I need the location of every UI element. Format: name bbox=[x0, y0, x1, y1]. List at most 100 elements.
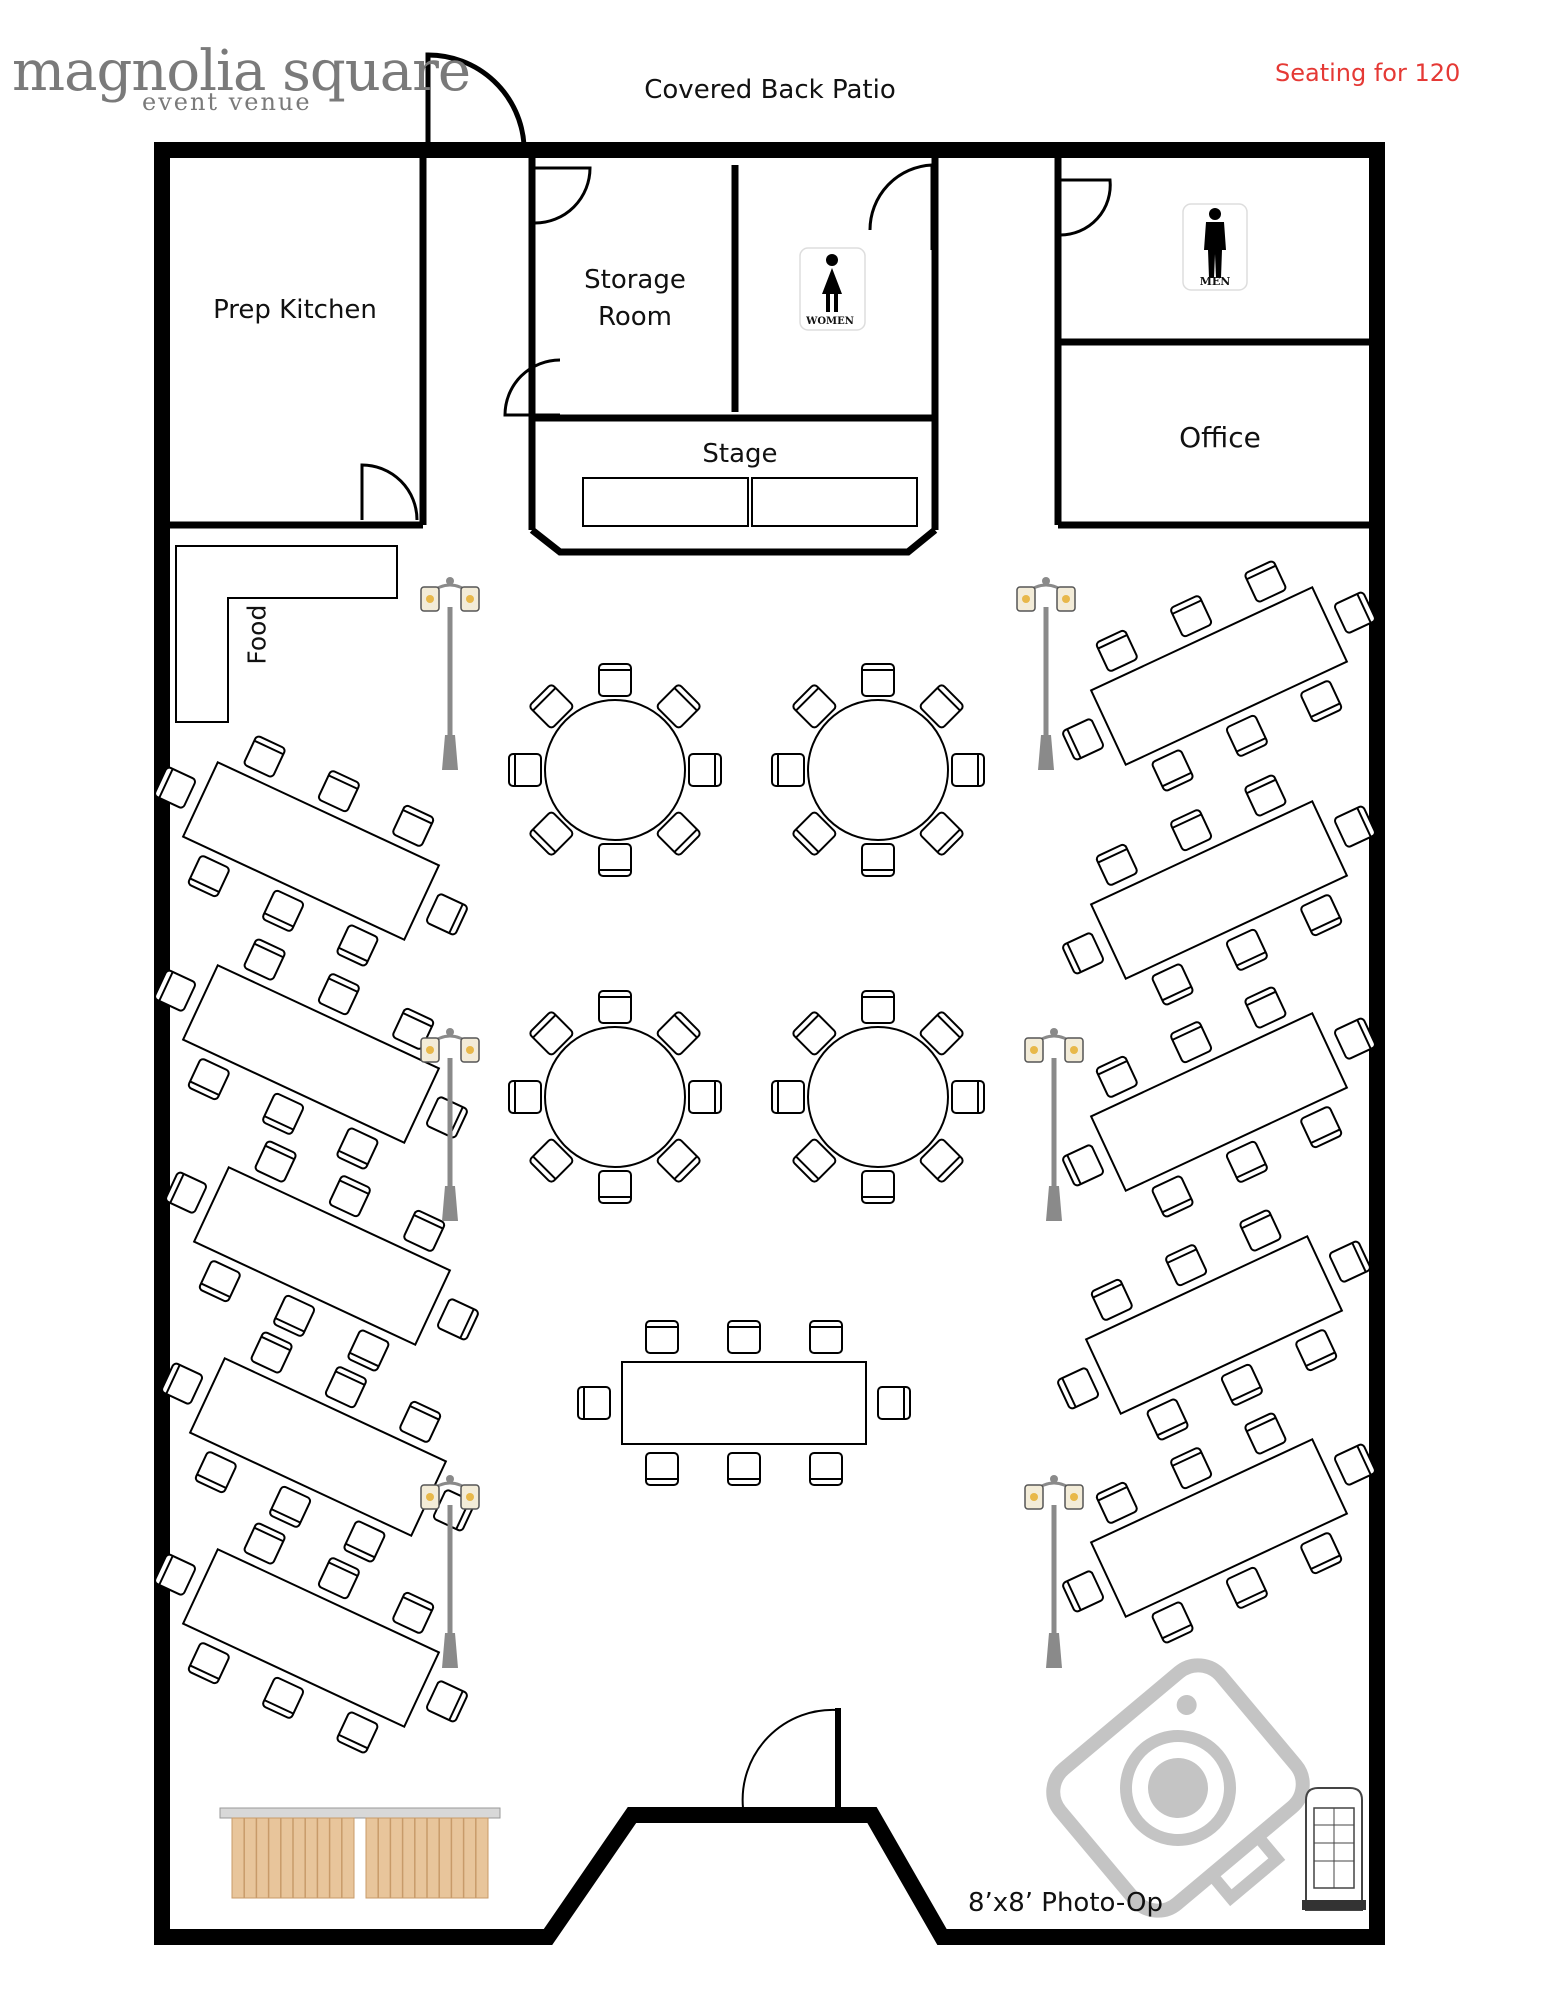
banquet-table-group bbox=[1057, 1209, 1371, 1441]
chair bbox=[529, 1011, 574, 1056]
chair bbox=[161, 1362, 204, 1405]
chair bbox=[1300, 894, 1343, 937]
chair bbox=[656, 811, 701, 856]
chair bbox=[1244, 1412, 1287, 1455]
chair bbox=[792, 811, 837, 856]
chair bbox=[861, 990, 895, 1024]
stage-label: Stage bbox=[702, 439, 778, 469]
chair bbox=[194, 1451, 237, 1494]
chair bbox=[792, 1138, 837, 1183]
street-lamp-icon bbox=[420, 577, 480, 770]
chair bbox=[273, 1294, 316, 1337]
chair bbox=[529, 1138, 574, 1183]
chair bbox=[727, 1452, 761, 1486]
venue-tagline: event venue bbox=[142, 88, 312, 116]
men-restroom-icon bbox=[1182, 203, 1248, 291]
chair bbox=[919, 811, 964, 856]
outer-wall bbox=[154, 142, 1385, 1945]
chair bbox=[1244, 986, 1287, 1029]
chair bbox=[809, 1320, 843, 1354]
office-label: Office bbox=[1179, 421, 1261, 454]
chair bbox=[656, 1011, 701, 1056]
chair bbox=[861, 1170, 895, 1204]
stage-front-wall bbox=[529, 527, 938, 556]
chair bbox=[1170, 595, 1213, 638]
banquet-table bbox=[181, 1547, 441, 1729]
chair bbox=[1151, 749, 1194, 792]
chair bbox=[688, 1080, 722, 1114]
venue-name: magnolia square bbox=[12, 39, 471, 104]
chair bbox=[771, 753, 805, 787]
stage-platform bbox=[582, 477, 749, 527]
chair bbox=[508, 1080, 542, 1114]
chair bbox=[1295, 1329, 1338, 1372]
chair bbox=[1170, 1021, 1213, 1064]
storage-door-top bbox=[534, 166, 592, 225]
street-lamp-icon bbox=[1024, 1475, 1084, 1668]
chair bbox=[1062, 718, 1105, 761]
chair bbox=[154, 969, 197, 1012]
chair bbox=[919, 1138, 964, 1183]
chair bbox=[645, 1320, 679, 1354]
banquet-table bbox=[1084, 1234, 1344, 1416]
chair bbox=[347, 1329, 390, 1372]
chair bbox=[1062, 1570, 1105, 1613]
chair bbox=[861, 843, 895, 877]
chair bbox=[187, 1058, 230, 1101]
front-door-swing bbox=[741, 1708, 839, 1809]
chair bbox=[392, 1591, 435, 1634]
chair bbox=[262, 1092, 305, 1135]
chair bbox=[645, 1452, 679, 1486]
chair bbox=[688, 753, 722, 787]
round-table bbox=[544, 1026, 686, 1168]
chair bbox=[529, 684, 574, 729]
banquet-table bbox=[181, 963, 441, 1145]
chair bbox=[425, 1096, 468, 1139]
banquet-table bbox=[1089, 1437, 1349, 1619]
chair bbox=[877, 1386, 911, 1420]
chair bbox=[598, 990, 632, 1024]
street-lamp-icon bbox=[420, 1028, 480, 1221]
storage-door-bottom bbox=[503, 358, 561, 417]
chair bbox=[317, 1557, 360, 1600]
patio-door bbox=[425, 52, 527, 146]
round-table-group bbox=[771, 663, 985, 877]
chair bbox=[1062, 932, 1105, 975]
chair bbox=[269, 1485, 312, 1528]
street-lamp-icon bbox=[1024, 1028, 1084, 1221]
kitchen-door bbox=[360, 463, 419, 521]
chair bbox=[1239, 1209, 1282, 1252]
camera-backdrop-icon bbox=[1046, 1658, 1310, 1918]
chair bbox=[392, 804, 435, 847]
chair bbox=[1244, 560, 1287, 603]
banquet-table bbox=[188, 1356, 448, 1538]
stage-platform bbox=[751, 477, 918, 527]
round-table bbox=[807, 699, 949, 841]
chair bbox=[198, 1260, 241, 1303]
chair bbox=[425, 893, 468, 936]
banquet-table bbox=[1089, 799, 1349, 981]
chair bbox=[154, 766, 197, 809]
chair bbox=[1165, 1244, 1208, 1287]
chair bbox=[951, 753, 985, 787]
chair bbox=[425, 1680, 468, 1723]
chair bbox=[656, 684, 701, 729]
chair bbox=[1151, 1175, 1194, 1218]
chair bbox=[1220, 1363, 1263, 1406]
chair bbox=[324, 1366, 367, 1409]
chair bbox=[529, 811, 574, 856]
chair bbox=[262, 1676, 305, 1719]
women-sign-label: WOMEN bbox=[806, 316, 854, 327]
round-table-group bbox=[508, 990, 722, 1204]
chair bbox=[1333, 1443, 1376, 1486]
chair bbox=[328, 1175, 371, 1218]
chair bbox=[1170, 1447, 1213, 1490]
chair bbox=[187, 1642, 230, 1685]
chair bbox=[336, 1711, 379, 1754]
chair bbox=[343, 1520, 386, 1563]
banquet-table bbox=[181, 760, 441, 942]
chair bbox=[1244, 774, 1287, 817]
chair bbox=[792, 1011, 837, 1056]
chair bbox=[1095, 1481, 1138, 1524]
